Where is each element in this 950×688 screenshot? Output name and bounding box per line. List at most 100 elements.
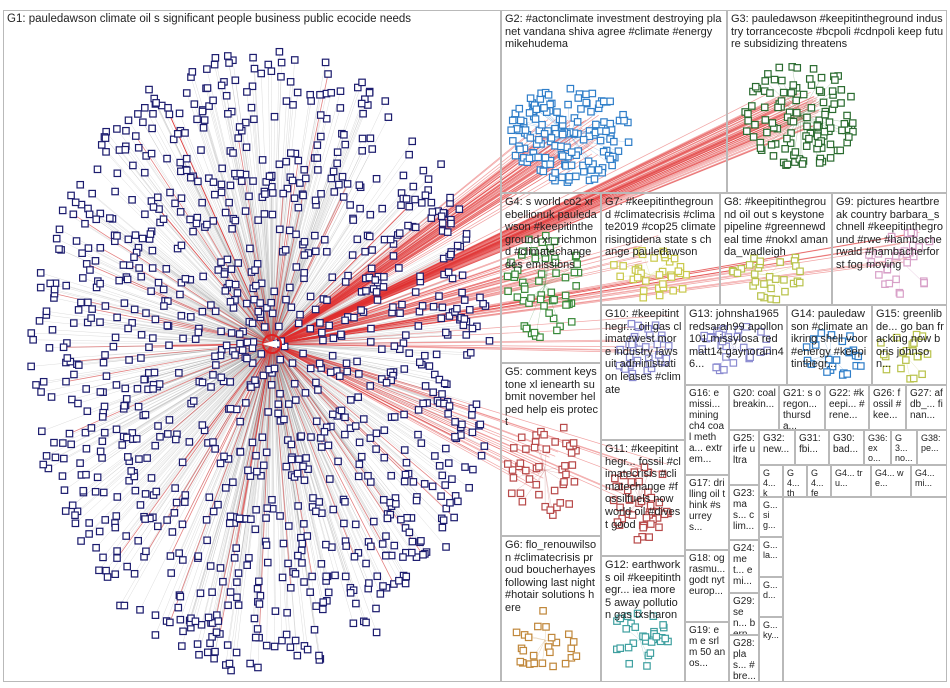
g1-edge [220, 343, 273, 569]
g1-edge [97, 169, 273, 345]
small-group-panel: G4... tru... [831, 465, 871, 497]
g1-node [278, 636, 286, 645]
g1-edge [254, 343, 273, 619]
g1-node [148, 124, 156, 133]
g1-edge [271, 343, 290, 405]
cross-edge [271, 101, 794, 345]
g1-edge [271, 186, 414, 345]
g1-node [217, 258, 225, 266]
g1-edge [177, 248, 273, 345]
g1-edge [271, 343, 395, 347]
g1-edge [271, 92, 298, 345]
g11-edge [639, 472, 649, 501]
g5-edge [544, 469, 551, 511]
g1-edge [271, 191, 335, 345]
small-group-panel: G4... fes... [807, 465, 831, 497]
g1-red-edge [240, 343, 273, 453]
g1-node [177, 278, 186, 287]
group-panel-g32: G32: new... [759, 430, 795, 465]
group-label-g4: G4: s world co2 xrebellionuk pauledawson… [505, 196, 597, 271]
cross-edge [271, 153, 563, 345]
cross-edge [271, 149, 566, 345]
cross-edge [271, 98, 783, 345]
g1-edge [271, 343, 421, 543]
cross-edge [271, 91, 811, 345]
cross-edge [271, 153, 593, 345]
g1-red-edge [271, 343, 455, 518]
g3-edge [799, 94, 834, 116]
g1-node [369, 517, 378, 526]
small-groups-grid [783, 497, 947, 682]
g1-edge [76, 240, 273, 345]
g1-edge [271, 343, 367, 623]
small-group-panel: G4... thr... [783, 465, 807, 497]
g1-red-edge [182, 343, 273, 463]
cross-edge [271, 114, 800, 345]
g1-edge [249, 343, 273, 664]
g1-edge [174, 343, 273, 489]
cross-edge [271, 154, 572, 345]
g1-node [193, 115, 201, 124]
g1-edge [271, 343, 283, 641]
g1-edge [271, 290, 367, 345]
group-label-g25: G25: irfe ultra [733, 433, 758, 466]
g1-edge [271, 291, 377, 345]
g1-edge [271, 195, 426, 345]
g1-edge [129, 343, 273, 361]
g1-node [248, 438, 257, 447]
g1-edge [62, 210, 273, 345]
cross-edge [271, 343, 535, 466]
g1-edge [271, 100, 312, 345]
cross-edge [271, 102, 808, 345]
g1-edge [271, 185, 360, 345]
group-label-g30: G30: bad... [833, 433, 859, 455]
cross-edge [271, 261, 907, 345]
group-label-g22: G22: #keepi... #rene... [829, 388, 865, 421]
small-group-label: G4... we... [875, 468, 904, 488]
cross-edge [271, 145, 590, 345]
g1-node [65, 429, 74, 438]
g1-edge [271, 251, 452, 345]
g1-node [400, 410, 408, 419]
g1-edge [63, 343, 273, 459]
g1-node [405, 150, 413, 159]
g1-edge [271, 291, 362, 345]
g1-node [442, 444, 450, 453]
g1-red-edge [73, 213, 273, 345]
group-panel-g14: G14: pauledawson #climate anikring shell… [787, 305, 872, 385]
g1-edge [271, 192, 402, 345]
g1-edge [271, 321, 467, 345]
cross-edge [271, 153, 564, 345]
g1-red-edge [271, 299, 287, 345]
group-label-g1: G1: pauledawson climate oil s significan… [7, 13, 412, 25]
g1-edge [125, 146, 273, 345]
cross-edge [271, 135, 574, 345]
cross-edge [271, 107, 811, 345]
g1-edge [271, 312, 453, 345]
g1-edge [264, 194, 273, 345]
g1-edge [271, 343, 381, 594]
g1-node [294, 203, 303, 212]
g1-edge [271, 198, 407, 345]
g1-edge [271, 184, 340, 345]
g1-node [118, 441, 127, 449]
g1-node [170, 509, 179, 517]
cross-edge [271, 123, 767, 345]
g1-edge [271, 342, 404, 345]
g1-edge [126, 343, 273, 567]
g1-edge [271, 343, 394, 376]
cross-edge [271, 111, 795, 345]
g1-edge [268, 64, 273, 345]
small-group-panel: G... ky... [759, 617, 783, 682]
cross-edge [271, 110, 800, 345]
cross-edge [271, 341, 624, 345]
cross-edge [271, 97, 817, 345]
group-panel-g26: G26: fossil #kee... [869, 385, 906, 430]
cross-edge [271, 147, 593, 345]
cross-edge [271, 249, 644, 345]
g1-node [217, 180, 226, 189]
g1-node [314, 166, 322, 174]
g1-edge [271, 343, 420, 363]
g1-node [310, 625, 319, 634]
g1-edge [271, 188, 288, 345]
